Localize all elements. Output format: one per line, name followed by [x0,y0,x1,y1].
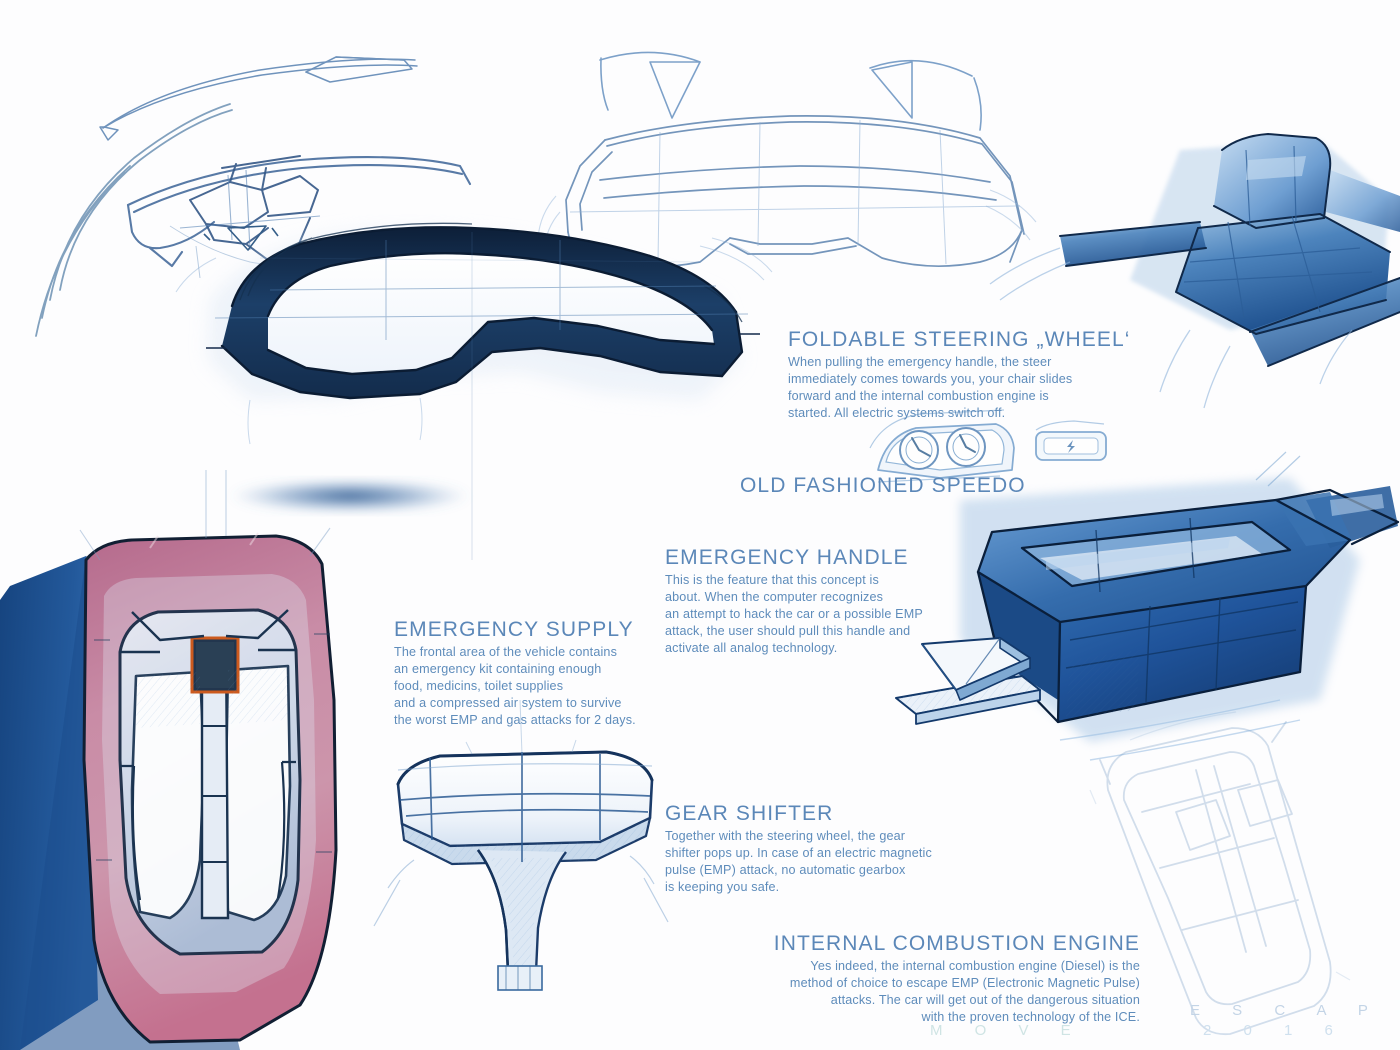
watermark-escape: E S C A P E [1190,1002,1400,1019]
emergency-kit-hatch [190,636,240,694]
annotation-heading: EMERGENCY HANDLE [665,546,909,569]
gauge-left [899,430,939,470]
sketch-charge-display [1035,420,1107,461]
seat-rail-left [1060,222,1206,266]
annotation-emergency-supply: EMERGENCY SUPPLY The frontal area of the… [394,618,694,728]
car-body [82,534,338,1044]
seat-backrest [1214,134,1331,228]
annotation-heading: FOLDABLE STEERING „WHEEL‘ [788,328,1131,351]
shifter-stalk [477,849,567,982]
seat-rail-right [1250,278,1400,366]
console-left-face [978,572,1060,700]
annotation-body: Yes indeed, the internal combustion engi… [789,959,1140,1024]
wheel-shadow [230,479,470,513]
car-seat-left [130,670,206,920]
bolt-icon [1067,440,1075,453]
annotation-heading: EMERGENCY SUPPLY [394,618,634,641]
annotation-heading: INTERNAL COMBUSTION ENGINE [773,932,1140,955]
annotation-old-fashioned-speedo: OLD FASHIONED SPEEDO [740,474,1040,497]
sketch-gear-shifter-detail [373,699,669,991]
sketch-steering-wheel-wireframe [537,51,1037,268]
shifter-knob [396,750,654,848]
console-top [978,500,1350,622]
seat-cushion [1176,214,1390,334]
sketch-center-console [960,451,1400,761]
annotation-gear-shifter: GEAR SHIFTER Together with the steering … [665,802,965,896]
car-seat-right [224,664,292,922]
car-cabin [118,608,302,956]
console-front [1058,586,1306,722]
annotation-body: Together with the steering wheel, the ge… [665,829,932,894]
annotation-body: The frontal area of the vehicle contains… [394,645,636,727]
annotation-heading: OLD FASHIONED SPEEDO [740,474,1026,497]
sketch-steering-wheel-main [175,222,773,560]
sketch-car-top-view-pink [0,470,338,1050]
annotation-emergency-handle: EMERGENCY HANDLE This is the feature tha… [665,546,965,656]
wheel-outer [222,227,742,398]
annotation-foldable-steering-wheel: FOLDABLE STEERING „WHEEL‘ When pulling t… [788,328,1138,422]
sketch-dashboard-study-top-left [35,56,472,337]
annotation-heading: GEAR SHIFTER [665,802,834,825]
car-center-tunnel [200,638,230,920]
annotation-body: When pulling the emergency handle, the s… [788,355,1073,420]
watermark-year: 2 0 1 6 [1203,1022,1347,1039]
car-cast-shadow [0,556,98,1050]
watermark-move: M O V E [930,1022,1085,1039]
annotation-body: This is the feature that this concept is… [665,573,923,655]
wheel-inner [268,253,714,374]
gauge-right [946,427,986,467]
annotation-internal-combustion-engine: INTERNAL COMBUSTION ENGINE Yes indeed, t… [690,932,1140,1026]
